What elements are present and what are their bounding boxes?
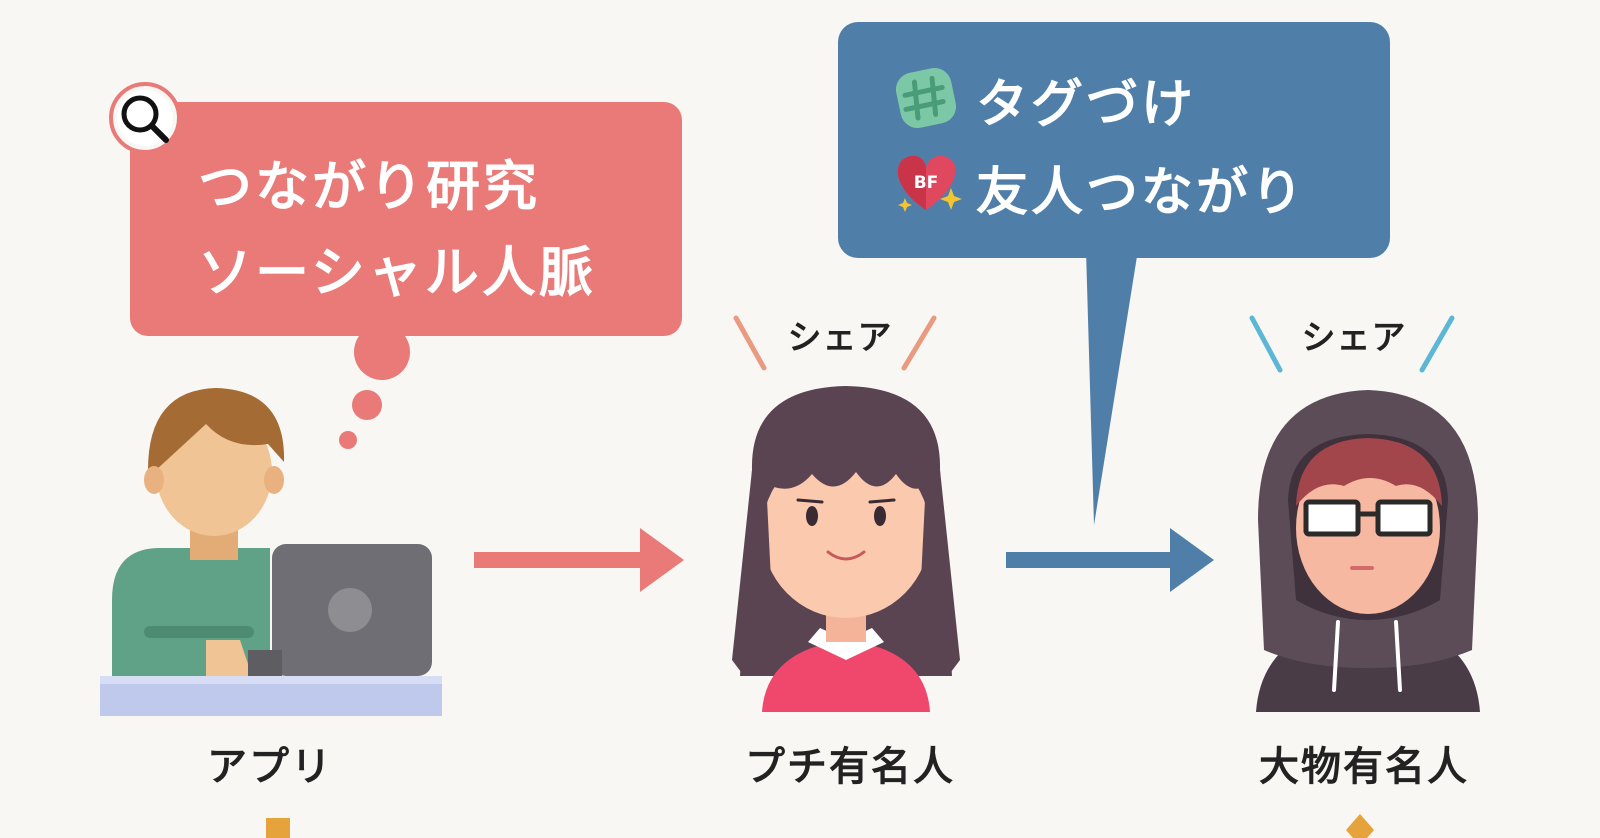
info-line-1: タグづけ bbox=[976, 75, 1197, 135]
thought-dot-large bbox=[354, 324, 410, 380]
share-label-petit: シェア bbox=[787, 318, 893, 358]
big-celebrity-illustration bbox=[1256, 390, 1480, 712]
share-stroke-right-big bbox=[1419, 315, 1455, 373]
bf-badge-text: BF bbox=[914, 173, 939, 193]
arrow-app-to-petit bbox=[474, 528, 684, 592]
share-label-big: シェア bbox=[1301, 318, 1407, 358]
hashtag-icon bbox=[895, 67, 957, 129]
bottom-mark-left bbox=[266, 818, 290, 838]
search-icon bbox=[109, 82, 181, 154]
thought-line-1: つながり研究 bbox=[198, 155, 540, 218]
node-label-app: アプリ bbox=[207, 744, 333, 790]
arrow-petit-to-big bbox=[1006, 528, 1214, 592]
share-stroke-left-big bbox=[1249, 315, 1283, 373]
thought-line-2: ソーシャル人脈 bbox=[198, 241, 596, 304]
petit-celebrity-illustration bbox=[732, 386, 960, 712]
share-stroke-right-petit bbox=[901, 315, 937, 371]
info-line-2: 友人つながり bbox=[976, 163, 1307, 223]
thought-dot-small bbox=[339, 431, 357, 449]
bottom-mark-right bbox=[1346, 814, 1374, 838]
node-label-petit: プチ有名人 bbox=[745, 744, 955, 790]
bf-heart-icon: BF bbox=[897, 155, 962, 212]
node-label-big: 大物有名人 bbox=[1259, 744, 1469, 790]
info-bubble-tail bbox=[1086, 250, 1138, 525]
thought-dot-medium bbox=[352, 390, 382, 420]
share-stroke-left-petit bbox=[733, 315, 767, 371]
info-bubble: タグづけ 友人つながり bbox=[838, 22, 1390, 258]
thought-bubble: つながり研究 ソーシャル人脈 bbox=[130, 102, 682, 336]
app-user-illustration bbox=[100, 388, 442, 716]
